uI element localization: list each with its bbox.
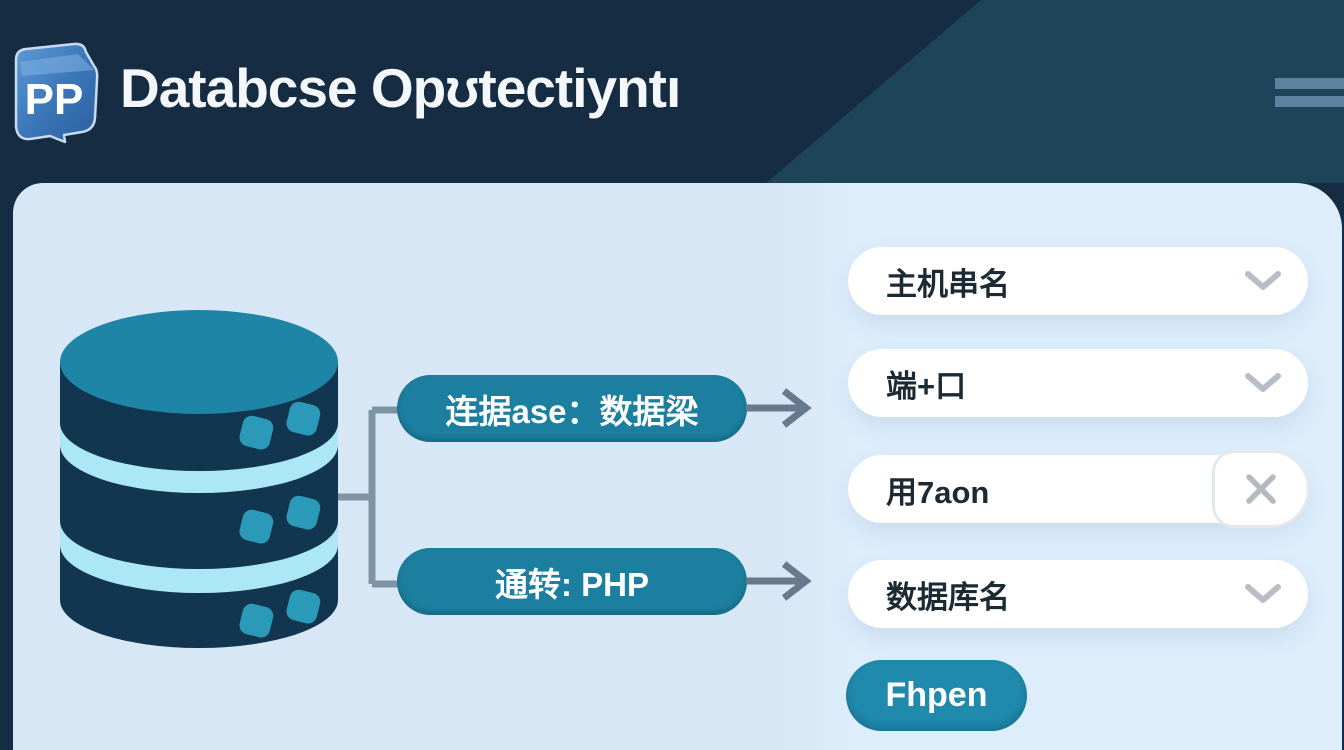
field-database-name[interactable]: 数据库名 [848, 560, 1308, 628]
connector-bracket [338, 406, 400, 588]
field-port-label: 端+口 [886, 368, 967, 404]
field-hostname[interactable]: 主机串名 [848, 247, 1308, 315]
pp-logo-icon: PP [14, 42, 99, 144]
app-title: Databcse Opʊtectiyntı [120, 57, 681, 119]
chevron-down-icon[interactable] [1244, 372, 1282, 394]
clear-button[interactable] [1212, 450, 1310, 528]
diagram-label-database: 连据ase：数据梁 [397, 375, 747, 442]
field-user-label: 用7aon [886, 474, 990, 510]
database-cylinder-icon [60, 310, 338, 648]
pp-logo-text: PP [25, 75, 84, 124]
arrow-right-icon [746, 561, 812, 601]
field-database-name-label: 数据库名 [886, 579, 1010, 615]
arrow-right-icon [746, 388, 812, 428]
open-button[interactable]: Fhpen [846, 660, 1027, 731]
field-hostname-label: 主机串名 [886, 266, 1010, 302]
field-user[interactable]: 用7aon [848, 450, 1310, 528]
hamburger-menu-icon[interactable] [1275, 78, 1344, 110]
clear-x-icon [1246, 474, 1276, 504]
diagram-label-php: 通转: PHP [397, 548, 747, 615]
field-port[interactable]: 端+口 [848, 349, 1308, 417]
chevron-down-icon[interactable] [1244, 583, 1282, 605]
chevron-down-icon[interactable] [1244, 270, 1282, 292]
header [0, 0, 1344, 183]
